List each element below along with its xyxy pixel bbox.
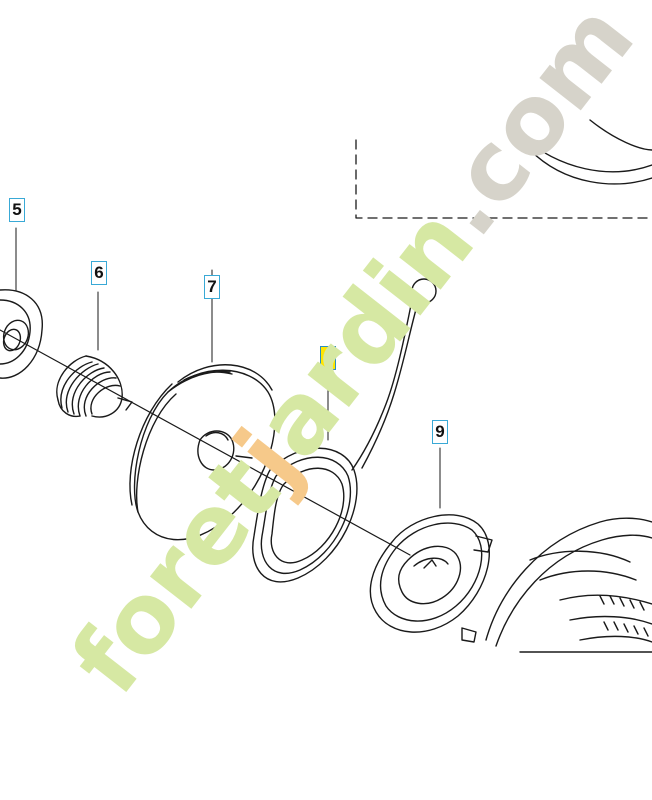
part-6-spring xyxy=(56,291,133,418)
part-9-spring-cassette xyxy=(369,447,493,643)
callout-6: 6 xyxy=(91,261,107,285)
callout-8-highlighted: 8 xyxy=(320,346,336,370)
housing-outline xyxy=(355,119,652,219)
part-7-pulley xyxy=(129,269,276,541)
axis-line xyxy=(0,329,411,556)
part-5-washer xyxy=(0,227,43,379)
callout-9: 9 xyxy=(432,420,448,444)
part-8-recoil-spring xyxy=(252,278,437,583)
callout-7: 7 xyxy=(204,275,220,299)
starter-housing xyxy=(485,517,652,653)
callout-5: 5 xyxy=(9,198,25,222)
